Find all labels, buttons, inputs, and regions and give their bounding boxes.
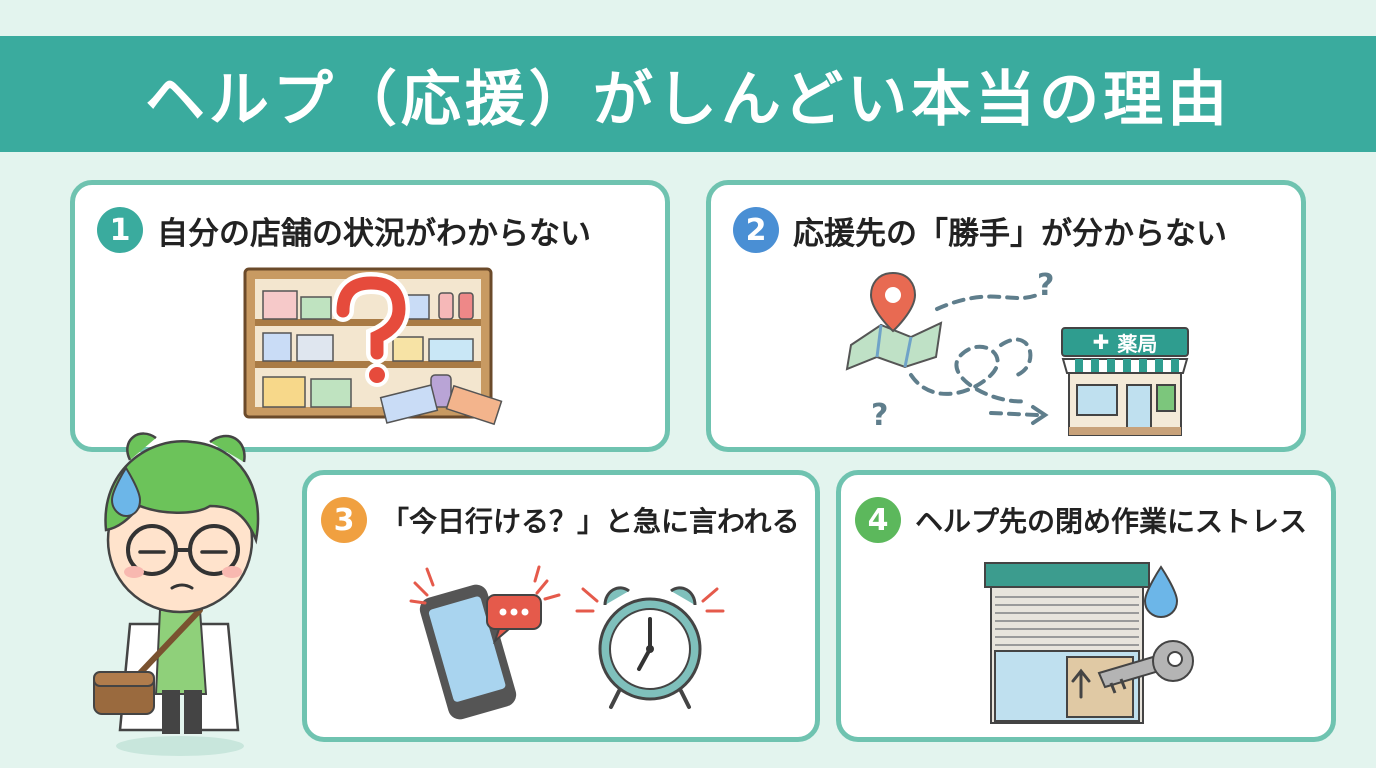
card-3-number-badge: 3 [321, 497, 367, 543]
card-4-header: 4 ヘルプ先の閉め作業にストレス [855, 497, 1307, 543]
reason-card-3: 3 「今日行ける？」と急に言われる [302, 470, 820, 742]
card-3-title: 「今日行ける？」と急に言われる [381, 505, 800, 538]
alarm-clock-icon [575, 586, 725, 709]
card-2-title: 応援先の「勝手」が分からない [793, 215, 1227, 252]
title-banner: ヘルプ（応援）がしんどい本当の理由 [0, 36, 1376, 152]
svg-text:?: ? [871, 398, 888, 433]
svg-text:?: ? [1037, 268, 1054, 303]
smartphone-notification-icon [409, 565, 561, 720]
page-title: ヘルプ（応援）がしんどい本当の理由 [144, 64, 1232, 135]
cross-icon: ✚ [1092, 330, 1110, 354]
pharmacy-store-icon: ✚ 薬局 [1061, 327, 1189, 437]
reason-card-4: 4 ヘルプ先の閉め作業にストレス [836, 470, 1336, 742]
card-2-header: 2 応援先の「勝手」が分からない [733, 207, 1227, 253]
card-1-header: 1 自分の店舗の状況がわからない [97, 207, 591, 253]
reason-card-2: 2 応援先の「勝手」が分からない ? ? ✚ 薬局 [706, 180, 1306, 452]
card-1-number-badge: 1 [97, 207, 143, 253]
card-4-title: ヘルプ先の閉め作業にストレス [915, 505, 1308, 538]
card-1-title: 自分の店舗の状況がわからない [157, 215, 591, 252]
card-4-number-badge: 4 [855, 497, 901, 543]
pharmacy-sign-label: 薬局 [1117, 331, 1158, 356]
shelf-question-icon [243, 267, 503, 426]
worried-pharmacist-character [93, 432, 260, 756]
shutter-key-icon [984, 562, 1194, 724]
map-route-icon: ? ? [845, 268, 1054, 433]
card-3-header: 3 「今日行ける？」と急に言われる [321, 497, 800, 543]
storefront-icon [1061, 358, 1189, 436]
card-2-number-badge: 2 [733, 207, 779, 253]
reason-card-1: 1 自分の店舗の状況がわからない [70, 180, 670, 452]
pharmacy-sign: ✚ 薬局 [1061, 327, 1189, 357]
